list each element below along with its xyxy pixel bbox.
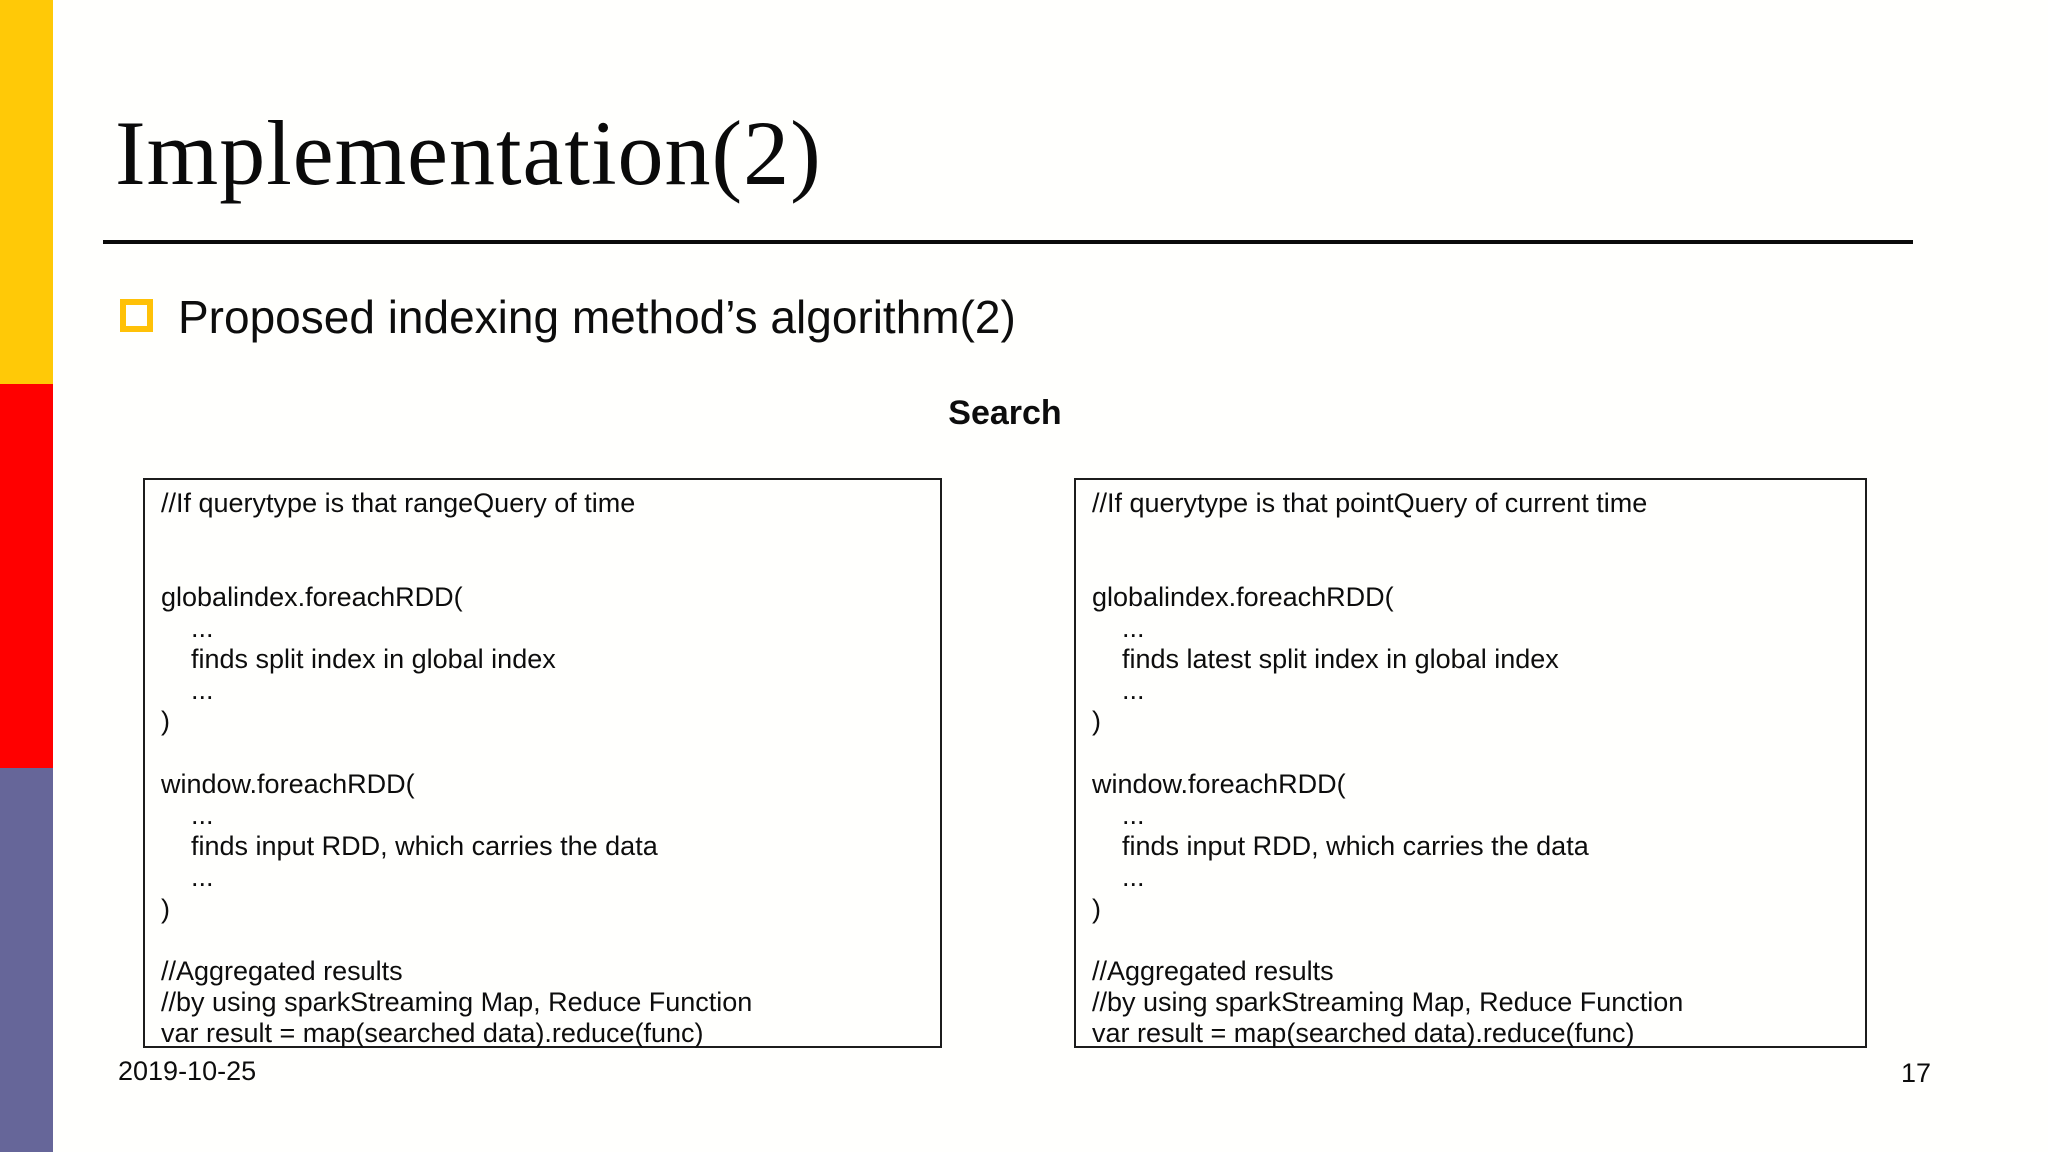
code-box-point-query: //If querytype is that pointQuery of cur… xyxy=(1074,478,1867,1048)
edge-bar-purple-segment xyxy=(0,768,53,1152)
left-edge-color-bar xyxy=(0,0,53,1152)
square-bullet-icon xyxy=(120,299,153,332)
slide-title: Implementation(2) xyxy=(115,102,822,204)
footer-date: 2019-10-25 xyxy=(118,1056,257,1086)
section-heading-search: Search xyxy=(948,394,1062,432)
footer-page-number: 17 xyxy=(1900,1058,1931,1088)
edge-bar-red-segment xyxy=(0,384,53,768)
edge-bar-yellow-segment xyxy=(0,0,53,384)
code-box-range-query: //If querytype is that rangeQuery of tim… xyxy=(143,478,942,1048)
bullet-item: Proposed indexing method’s algorithm(2) xyxy=(120,290,1016,345)
title-underline-rule xyxy=(103,240,1913,244)
code-box-range-query-text: //If querytype is that rangeQuery of tim… xyxy=(161,488,753,1049)
bullet-item-text: Proposed indexing method’s algorithm(2) xyxy=(178,291,1016,343)
code-box-point-query-text: //If querytype is that pointQuery of cur… xyxy=(1092,488,1684,1049)
